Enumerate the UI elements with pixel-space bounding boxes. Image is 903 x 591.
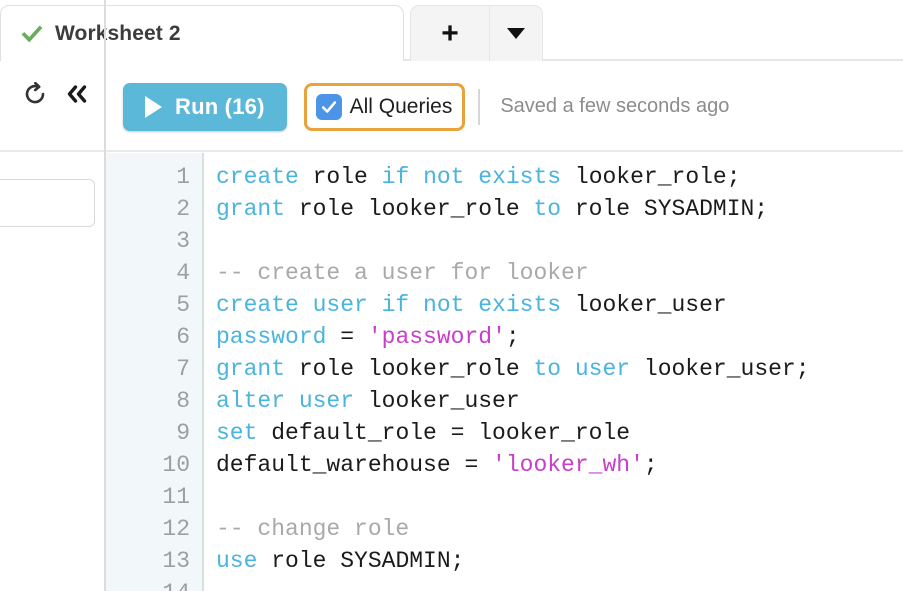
line-number: 5 — [176, 292, 190, 318]
sidebar-search-input[interactable] — [0, 179, 95, 227]
sidebar-icon-group — [22, 81, 90, 107]
all-queries-label: All Queries — [349, 94, 453, 118]
code-token: set — [216, 420, 258, 446]
chevron-down-icon — [507, 28, 525, 39]
code-token: create — [216, 164, 299, 190]
code-token: use — [216, 548, 258, 574]
code-line[interactable]: grant role looker_role to role SYSADMIN; — [206, 193, 903, 225]
all-queries-checkbox[interactable]: All Queries — [303, 82, 466, 131]
toolbar: Run (16) All Queries Saved a few seconds… — [0, 61, 903, 227]
code-token: 'password' — [367, 324, 506, 350]
add-worksheet-button[interactable]: + — [410, 5, 490, 61]
code-token: default_role = looker_role — [257, 420, 631, 446]
code-token: password — [216, 324, 327, 350]
code-token: grant — [216, 196, 286, 222]
code-line[interactable] — [206, 481, 903, 513]
refresh-button[interactable] — [22, 81, 48, 107]
code-token: role looker_role — [285, 356, 534, 382]
line-number: 8 — [176, 388, 190, 414]
toolbar-actions: Run (16) All Queries Saved a few seconds… — [106, 61, 903, 152]
play-triangle-icon — [145, 95, 162, 118]
code-token: to user — [533, 356, 631, 382]
toolbar-separator — [478, 88, 481, 125]
line-number: 4 — [176, 260, 190, 286]
tab-label: Worksheet 2 — [55, 21, 181, 45]
code-line[interactable] — [206, 225, 903, 257]
code-line[interactable]: use role SYSADMIN; — [206, 545, 903, 577]
code-line[interactable]: -- change role — [206, 513, 903, 545]
tab-worksheet-2[interactable]: Worksheet 2 — [0, 5, 404, 61]
code-token: role looker_role — [285, 196, 534, 222]
sql-editor[interactable]: 1234567891011121314 create role if not e… — [106, 153, 903, 591]
worksheet-menu-button[interactable] — [490, 5, 543, 61]
line-number: 13 — [162, 548, 190, 574]
line-number: 6 — [176, 324, 190, 350]
code-token: role — [298, 164, 382, 190]
code-token: ; — [505, 324, 520, 350]
run-button-label: Run (16) — [175, 93, 265, 119]
saved-status-text: Saved a few seconds ago — [500, 95, 730, 117]
code-line[interactable]: password = 'password'; — [206, 321, 903, 353]
line-number: 11 — [162, 484, 190, 510]
code-line[interactable]: set default_role = looker_role — [206, 417, 903, 449]
code-token: looker_user — [354, 388, 520, 414]
code-token: = — [326, 324, 368, 350]
line-number-list: 1234567891011121314 — [106, 153, 202, 591]
line-number: 1 — [176, 164, 190, 190]
code-token: -- change role — [216, 516, 410, 542]
code-token: looker_user; — [630, 356, 810, 382]
sidebar-tools — [0, 61, 105, 227]
line-number: 2 — [176, 196, 190, 222]
line-number: 14 — [106, 577, 202, 591]
code-line[interactable]: create user if not exists looker_user — [206, 289, 903, 321]
tab-bar: Worksheet 2 + — [0, 0, 903, 61]
line-number: 7 — [176, 356, 190, 382]
code-token: -- create a user for looker — [216, 260, 589, 286]
code-line[interactable]: create role if not exists looker_role; — [206, 161, 903, 193]
editor-gutter: 1234567891011121314 — [106, 153, 204, 591]
code-line[interactable] — [206, 577, 903, 591]
code-token: 'looker_wh' — [492, 452, 644, 478]
green-check-icon — [21, 25, 43, 42]
code-line[interactable]: default_warehouse = 'looker_wh'; — [206, 449, 903, 481]
code-token: role SYSADMIN; — [561, 196, 769, 222]
code-token: role SYSADMIN; — [257, 548, 465, 574]
editor-code-area[interactable]: create role if not exists looker_role;gr… — [206, 153, 903, 591]
double-chevron-left-icon — [67, 85, 87, 103]
line-number: 10 — [162, 452, 190, 478]
code-token: looker_role; — [561, 164, 741, 190]
checkbox-box[interactable] — [315, 93, 342, 120]
checkmark-icon — [321, 100, 336, 113]
collapse-panel-button[interactable] — [64, 81, 90, 107]
line-number: 3 — [176, 228, 190, 254]
run-button[interactable]: Run (16) — [123, 82, 287, 131]
code-token: ; — [643, 452, 658, 478]
code-line[interactable]: -- create a user for looker — [206, 257, 903, 289]
code-token: create user if not exists — [216, 292, 562, 318]
panel-divider — [104, 0, 106, 591]
code-line-list[interactable]: create role if not exists looker_role;gr… — [206, 153, 903, 591]
code-token: default_warehouse = — [216, 452, 493, 478]
code-token: alter user — [216, 388, 355, 414]
code-token: to — [533, 196, 562, 222]
code-token: looker_user — [561, 292, 727, 318]
code-line[interactable]: alter user looker_user — [206, 385, 903, 417]
refresh-icon — [25, 82, 45, 104]
plus-icon: + — [441, 16, 459, 50]
code-line[interactable]: grant role looker_role to user looker_us… — [206, 353, 903, 385]
line-number: 9 — [176, 420, 190, 446]
line-number: 12 — [162, 516, 190, 542]
code-token: grant — [216, 356, 286, 382]
code-token: if not exists — [381, 164, 562, 190]
